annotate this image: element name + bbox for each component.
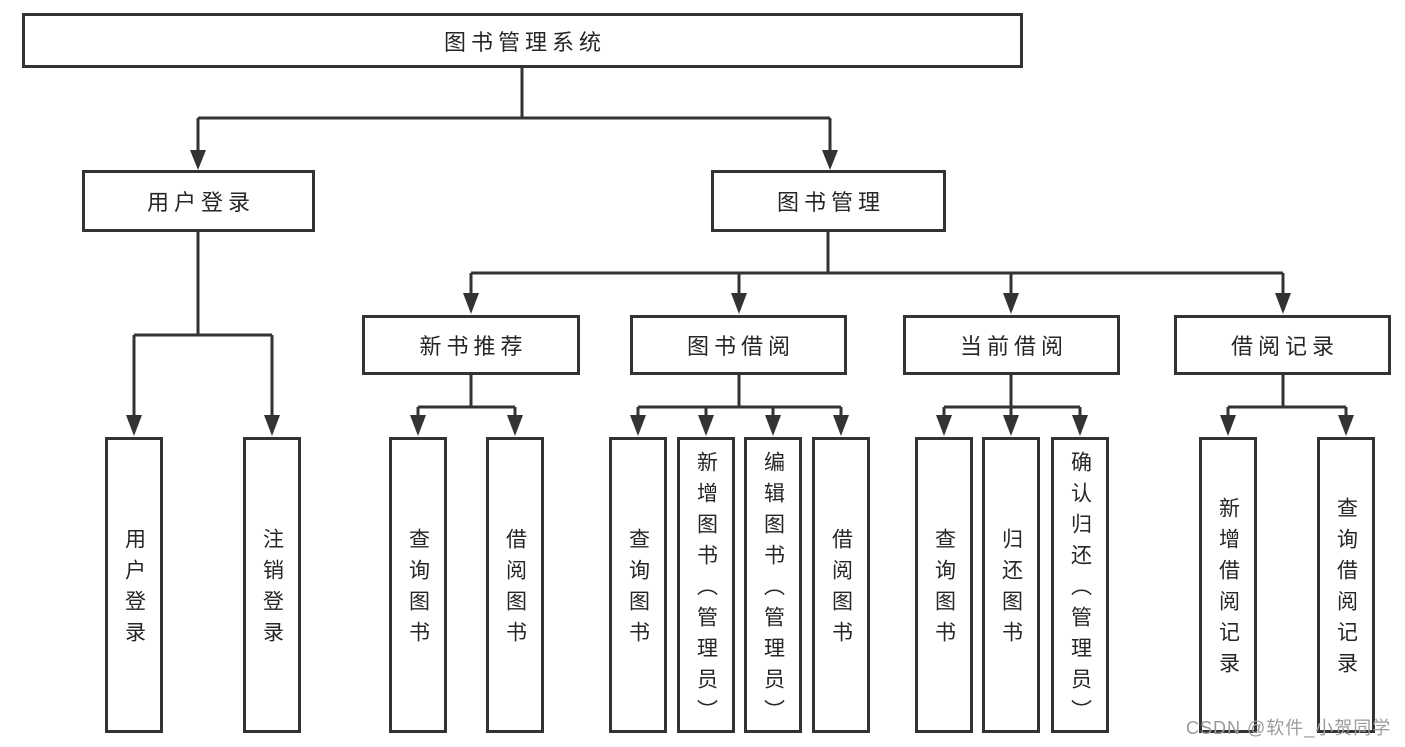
node-label: 确认归还（管理员） bbox=[1068, 450, 1092, 730]
node-new-book-recommend: 新书推荐 bbox=[362, 315, 580, 375]
edge-borrow-records-children bbox=[1220, 374, 1354, 436]
leaf-confirm-return-admin: 确认归还（管理员） bbox=[1051, 437, 1109, 733]
leaf-query-books-recommend: 查询图书 bbox=[389, 437, 447, 733]
node-label: 新增图书（管理员） bbox=[694, 450, 718, 730]
node-label: 新书推荐 bbox=[419, 334, 528, 359]
node-label: 用户登录 bbox=[146, 190, 255, 215]
leaf-query-books-borrow: 查询图书 bbox=[609, 437, 667, 733]
node-label: 查询图书 bbox=[932, 528, 956, 652]
node-label: 查询图书 bbox=[406, 528, 430, 652]
node-label: 当前借阅 bbox=[959, 334, 1068, 359]
node-label: 用户登录 bbox=[122, 528, 146, 652]
leaf-user-login: 用户登录 bbox=[105, 437, 163, 733]
node-label: 新增借阅记录 bbox=[1216, 497, 1240, 683]
edge-book-management-children bbox=[463, 232, 1291, 314]
edge-new-book-recommend-children bbox=[410, 374, 523, 436]
leaf-logout: 注销登录 bbox=[243, 437, 301, 733]
node-label: 借阅记录 bbox=[1230, 334, 1339, 359]
leaf-query-books-current: 查询图书 bbox=[915, 437, 973, 733]
node-book-management: 图书管理 bbox=[711, 170, 946, 232]
leaf-borrow-books-borrow: 借阅图书 bbox=[812, 437, 870, 733]
edge-root-to-level2 bbox=[190, 68, 838, 170]
edge-user-login-children bbox=[126, 232, 280, 436]
node-label: 归还图书 bbox=[999, 528, 1023, 652]
leaf-add-book-admin: 新增图书（管理员） bbox=[677, 437, 735, 733]
leaf-return-books: 归还图书 bbox=[982, 437, 1040, 733]
node-book-borrow: 图书借阅 bbox=[630, 315, 847, 375]
node-label: 注销登录 bbox=[260, 528, 284, 652]
node-label: 查询借阅记录 bbox=[1334, 497, 1358, 683]
leaf-add-borrow-record: 新增借阅记录 bbox=[1199, 437, 1257, 733]
edge-current-borrow-children bbox=[936, 374, 1088, 436]
node-label: 借阅图书 bbox=[503, 528, 527, 652]
node-user-login: 用户登录 bbox=[82, 170, 315, 232]
node-library-system: 图书管理系统 bbox=[22, 13, 1023, 68]
node-borrow-records: 借阅记录 bbox=[1174, 315, 1391, 375]
node-label: 查询图书 bbox=[626, 528, 650, 652]
node-label: 图书管理 bbox=[776, 190, 885, 215]
node-label: 编辑图书（管理员） bbox=[761, 450, 785, 730]
csdn-watermark: CSDN @软件_小贺同学 bbox=[1186, 718, 1392, 738]
node-label: 图书管理系统 bbox=[443, 29, 606, 55]
leaf-borrow-books-recommend: 借阅图书 bbox=[486, 437, 544, 733]
node-current-borrow: 当前借阅 bbox=[903, 315, 1120, 375]
node-label: 图书借阅 bbox=[686, 334, 795, 359]
edge-book-borrow-children bbox=[630, 374, 849, 436]
leaf-edit-book-admin: 编辑图书（管理员） bbox=[744, 437, 802, 733]
leaf-query-borrow-record: 查询借阅记录 bbox=[1317, 437, 1375, 733]
node-label: 借阅图书 bbox=[829, 528, 853, 652]
